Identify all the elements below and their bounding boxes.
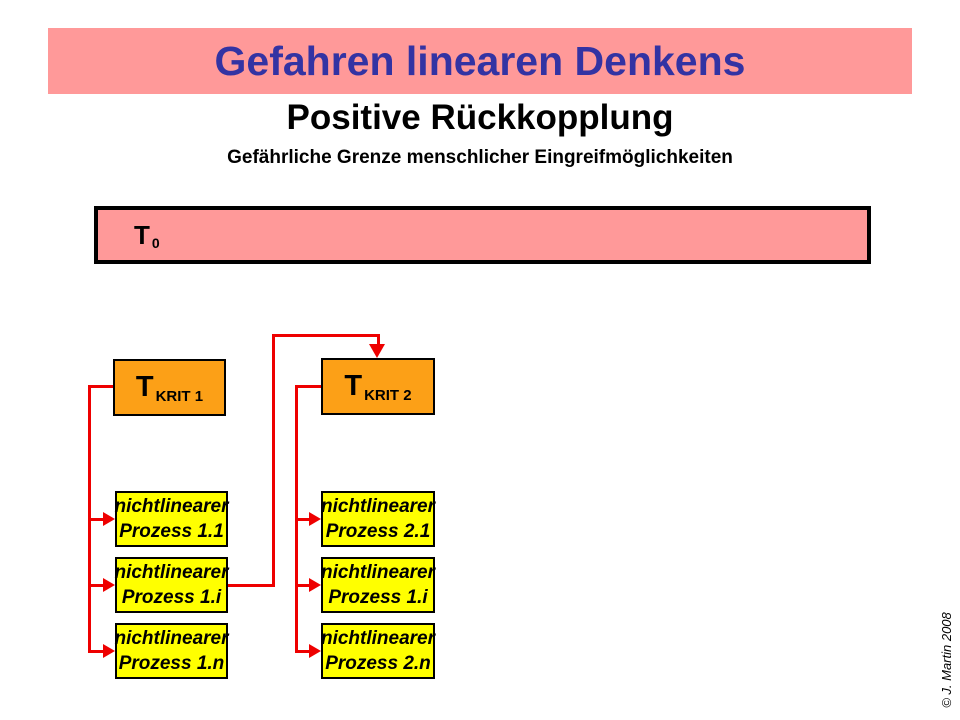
- process-line1: nichtlinearer: [320, 562, 436, 583]
- process-box-2-1: nichtlinearer Prozess 2.1: [321, 491, 435, 547]
- process-line2: Prozess 1.n: [118, 653, 225, 674]
- tkrit1-feed-line: [88, 385, 114, 388]
- process-box-1-1: nichtlinearer Prozess 1.1: [114, 491, 229, 547]
- t0-symbol: T: [134, 219, 150, 250]
- right-arrowhead-icon: [309, 512, 321, 526]
- tkrit2-subscript: KRIT 2: [364, 387, 412, 404]
- tkrit1-symbol: T: [135, 371, 154, 403]
- col1-branch-line-1: [88, 518, 105, 521]
- copyright: © J. Martin 2008: [939, 612, 954, 708]
- process-box-2-n: nichtlinearer Prozess 2.n: [321, 623, 435, 679]
- tkrit2-symbol: T: [344, 370, 363, 402]
- process-line2: Prozess 1.i: [328, 587, 428, 608]
- process-line1: nichtlinearer: [320, 628, 436, 649]
- process-box-2-i: nichtlinearer Prozess 1.i: [321, 557, 435, 613]
- feedback-line-out: [228, 584, 274, 587]
- process-line1: nichtlinearer: [320, 496, 436, 517]
- right-arrowhead-icon: [309, 644, 321, 658]
- process-line1: nichtlinearer: [114, 496, 229, 517]
- right-arrowhead-icon: [103, 644, 115, 658]
- feedback-line-drop: [377, 334, 380, 345]
- col1-branch-line-3: [88, 650, 105, 653]
- process-line1: nichtlinearer: [114, 562, 229, 583]
- tkrit2-feed-line: [295, 385, 321, 388]
- page-title: Gefahren linearen Denkens: [214, 37, 746, 84]
- process-line2: Prozess 2.n: [325, 653, 431, 674]
- col2-branch-line-3: [295, 650, 312, 653]
- col2-branch-line-2: [295, 584, 312, 587]
- feedback-line-top: [272, 334, 380, 337]
- down-arrowhead-icon: [369, 344, 385, 358]
- t0-subscript: 0: [151, 235, 160, 251]
- process-line2: Prozess 1.i: [121, 587, 222, 608]
- title-band: Gefahren linearen Denkens: [48, 28, 912, 94]
- process-box-1-n: nichtlinearer Prozess 1.n: [114, 623, 229, 679]
- tkrit1-subscript: KRIT 1: [155, 388, 204, 405]
- subheading: Gefährliche Grenze menschlicher Eingreif…: [227, 147, 733, 168]
- process-line2: Prozess 1.1: [119, 521, 224, 542]
- subtitle: Positive Rückkopplung: [286, 98, 674, 137]
- right-arrowhead-icon: [103, 512, 115, 526]
- process-line2: Prozess 2.1: [325, 521, 431, 542]
- process-line1: nichtlinearer: [114, 628, 229, 649]
- col1-branch-line-2: [88, 584, 105, 587]
- feedback-line-up: [272, 334, 275, 587]
- right-arrowhead-icon: [309, 578, 321, 592]
- right-arrowhead-icon: [103, 578, 115, 592]
- process-box-1-i: nichtlinearer Prozess 1.i: [114, 557, 229, 613]
- col2-branch-line-1: [295, 518, 312, 521]
